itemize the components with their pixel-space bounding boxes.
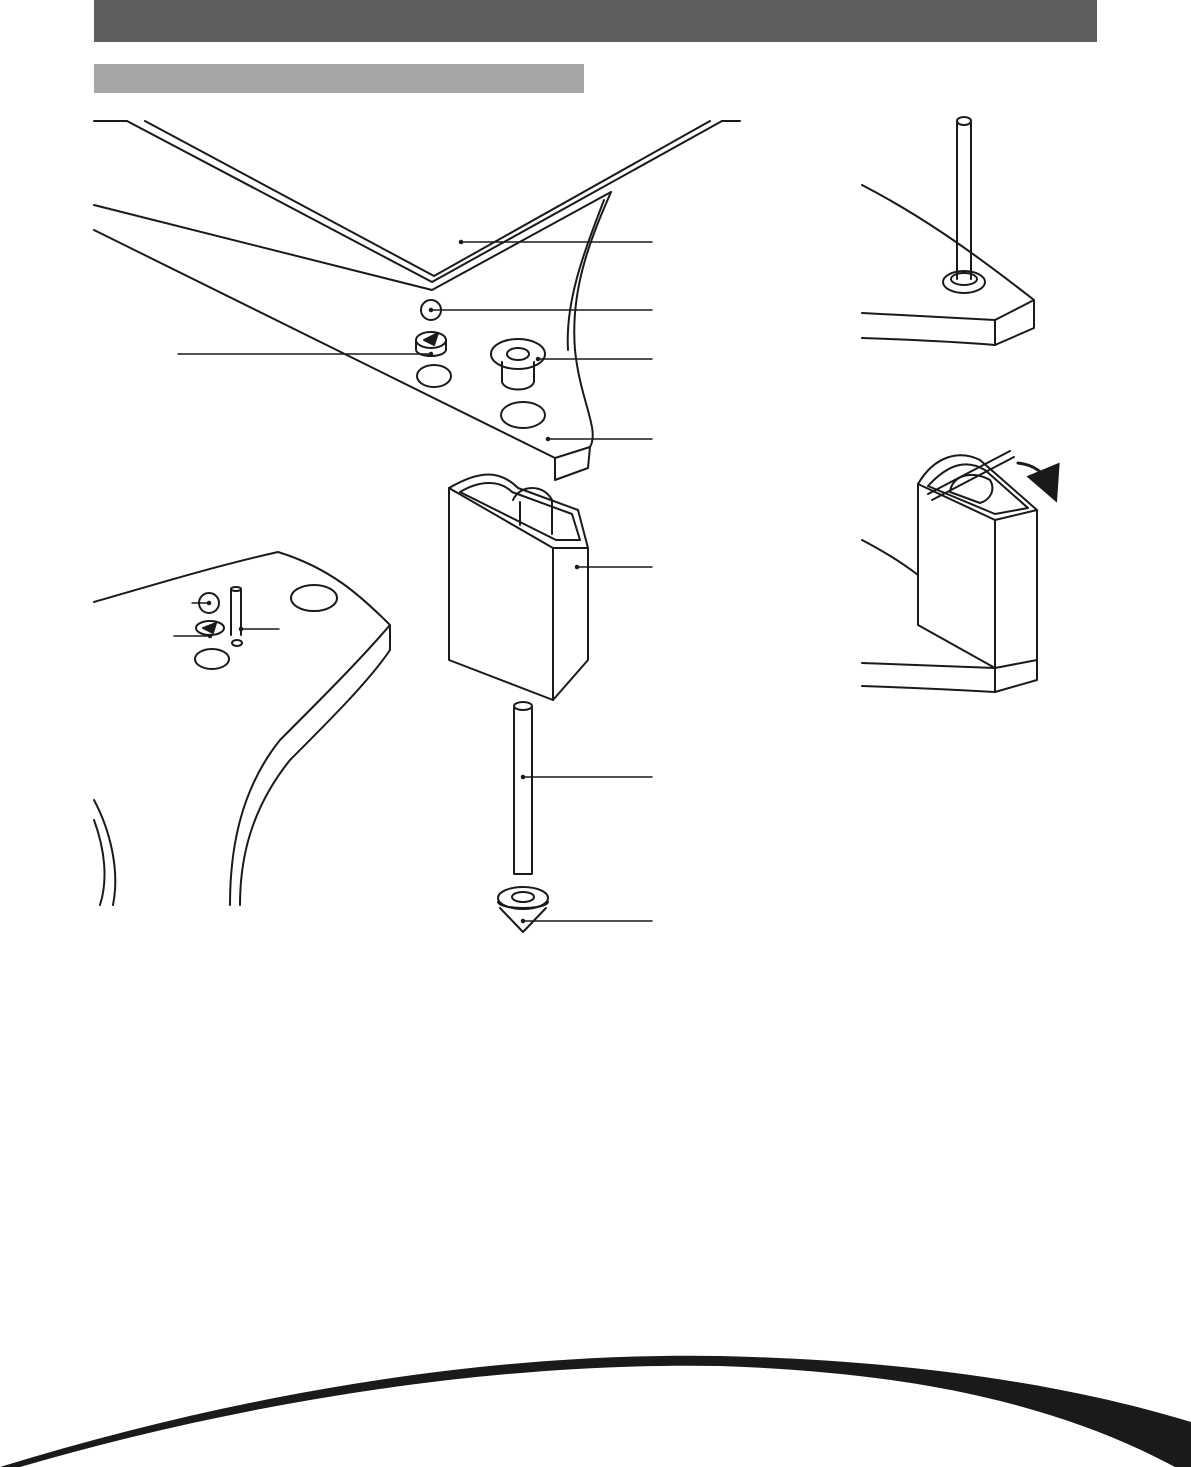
leg-column	[448, 473, 589, 701]
detail-rod-installed	[861, 116, 1035, 346]
underside-view	[93, 551, 391, 906]
shelf-corner	[93, 120, 741, 481]
rotation-arrow	[1016, 461, 1060, 503]
header-bar	[94, 0, 1097, 42]
callout-leaders	[173, 239, 653, 924]
threaded-rod	[513, 701, 533, 875]
footer-swoosh	[0, 1355, 1191, 1467]
bushing	[490, 338, 546, 391]
detail-cam-turn	[861, 450, 1038, 693]
section-bar	[94, 64, 584, 93]
spike-foot	[497, 886, 549, 933]
cam-lock	[415, 331, 447, 357]
